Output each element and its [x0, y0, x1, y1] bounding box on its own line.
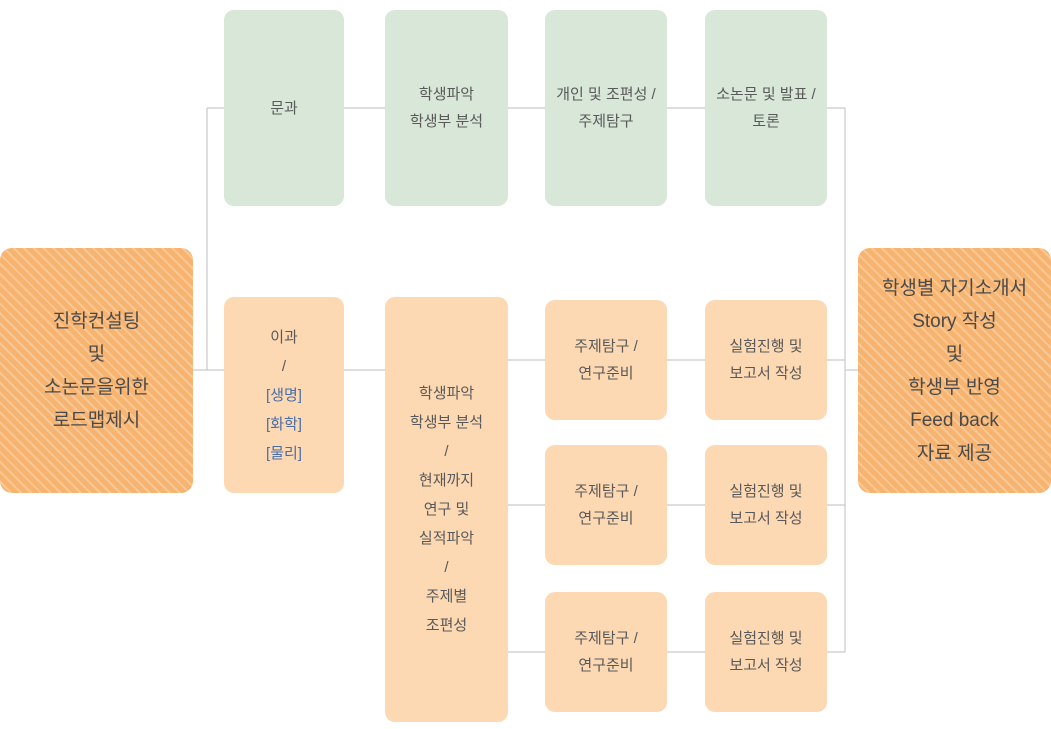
experiment-label-2: 실험진행 및 보고서 작성: [729, 483, 803, 527]
explore-box-3: 주제탐구 / 연구준비: [545, 592, 667, 712]
explore-label-2: 주제탐구 / 연구준비: [574, 483, 638, 527]
consulting-roadmap-label: 진학컨설팅 및 소논문을위한 로드맵제시: [44, 310, 149, 431]
consulting-roadmap-box: 진학컨설팅 및 소논문을위한 로드맵제시: [0, 248, 193, 493]
experiment-box-1: 실험진행 및 보고서 작성: [705, 300, 827, 420]
liberal-arts-track-box: 문과: [224, 10, 344, 206]
liberal-step-analysis-box: 학생파악 학생부 분석: [385, 10, 508, 206]
science-analysis-label: 학생파악 학생부 분석 / 현재까지 연구 및 실적파악 / 주제별 조편성: [409, 385, 484, 634]
science-track-label: 이과 /: [270, 328, 298, 375]
experiment-label-1: 실험진행 및 보고서 작성: [729, 338, 803, 382]
liberal-step-grouping-box: 개인 및 조편성 / 주제탐구: [545, 10, 667, 206]
science-track-box: 이과 / [생명] [화학] [물리]: [224, 297, 344, 493]
science-analysis-box: 학생파악 학생부 분석 / 현재까지 연구 및 실적파악 / 주제별 조편성: [385, 297, 508, 722]
explore-label-1: 주제탐구 / 연구준비: [574, 338, 638, 382]
experiment-label-3: 실험진행 및 보고서 작성: [729, 630, 803, 674]
liberal-step-presentation-box: 소논문 및 발표 / 토론: [705, 10, 827, 206]
liberal-step-analysis-label: 학생파악 학생부 분석: [409, 86, 484, 130]
science-subjects-label: [생명] [화학] [물리]: [266, 386, 302, 462]
explore-label-3: 주제탐구 / 연구준비: [574, 630, 638, 674]
experiment-box-3: 실험진행 및 보고서 작성: [705, 592, 827, 712]
feedback-output-box: 학생별 자기소개서 Story 작성 및 학생부 반영 Feed back 자료…: [858, 248, 1051, 493]
liberal-step-grouping-label: 개인 및 조편성 / 주제탐구: [556, 86, 656, 130]
liberal-step-presentation-label: 소논문 및 발표 / 토론: [716, 86, 816, 130]
explore-box-2: 주제탐구 / 연구준비: [545, 445, 667, 565]
liberal-arts-track-label: 문과: [270, 99, 298, 117]
explore-box-1: 주제탐구 / 연구준비: [545, 300, 667, 420]
experiment-box-2: 실험진행 및 보고서 작성: [705, 445, 827, 565]
feedback-output-label: 학생별 자기소개서 Story 작성 및 학생부 반영 Feed back 자료…: [881, 277, 1028, 464]
